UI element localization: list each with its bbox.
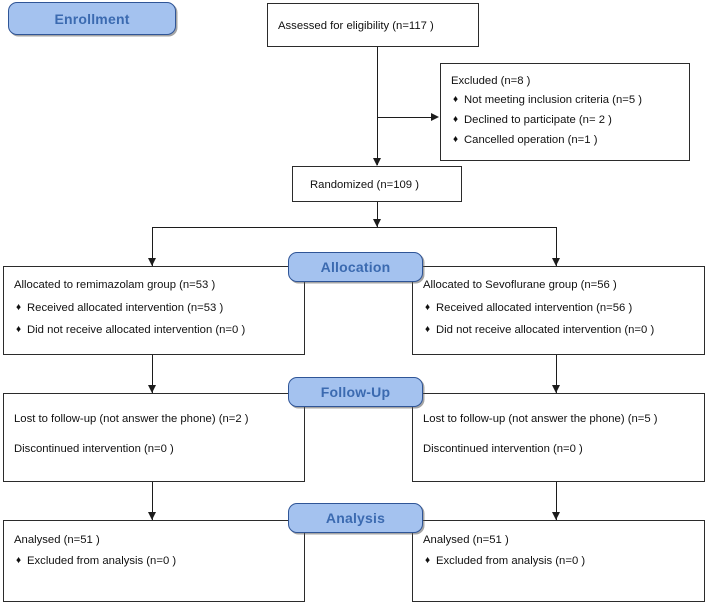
bullet-icon: ♦ — [16, 302, 22, 313]
box-analysis-sevoflurane: Analysed (n=51 ) ♦ Excluded from analysis… — [412, 520, 705, 602]
bullet-icon: ♦ — [16, 324, 22, 335]
excluded-item-1-text: Not meeting inclusion criteria (n=5 ) — [464, 94, 643, 106]
arrow-down-icon-analysis-right — [552, 512, 560, 520]
connector-follow-right-to-analysis-right — [556, 482, 558, 520]
alloc-left-item-2-text: Did not receive allocated intervention (… — [27, 324, 246, 336]
analysis-right-item-1: ♦ Excluded from analysis (n=0 ) — [425, 554, 585, 568]
stage-label-analysis: Analysis — [325, 510, 386, 526]
follow-left-line-1: Lost to follow-up (not answer the phone)… — [14, 413, 249, 425]
bullet-icon: ♦ — [425, 324, 431, 335]
stage-badge-enrollment: Enrollment — [8, 2, 176, 35]
arrow-down-icon-follow-right — [552, 385, 560, 393]
box-assessed-for-eligibility: Assessed for eligibility (n=117 ) — [267, 3, 479, 47]
analysis-left-item-1: ♦ Excluded from analysis (n=0 ) — [16, 554, 176, 568]
excluded-item-2-text: Declined to participate (n= 2 ) — [464, 114, 612, 126]
box-analysis-remimazolam: Analysed (n=51 ) ♦ Excluded from analysis… — [3, 520, 305, 602]
alloc-right-item-1: ♦ Received allocated intervention (n=56 ) — [425, 301, 632, 315]
excluded-item-1: ♦ Not meeting inclusion criteria (n=5 ) — [453, 93, 642, 107]
connector-split-left-down — [152, 227, 154, 266]
analysis-left-heading: Analysed (n=51 ) — [14, 534, 100, 546]
bullet-icon: ♦ — [425, 555, 431, 566]
box-allocation-remimazolam: Allocated to remimazolam group (n=53 ) ♦… — [3, 266, 305, 355]
bullet-icon: ♦ — [453, 134, 459, 145]
box-followup-sevoflurane: Lost to follow-up (not answer the phone)… — [412, 393, 705, 482]
box-excluded: Excluded (n=8 ) ♦ Not meeting inclusion c… — [440, 63, 690, 161]
randomized-line-1: Randomized (n=109 ) — [310, 179, 419, 191]
bullet-icon: ♦ — [16, 555, 22, 566]
arrow-down-icon-randomized — [373, 158, 381, 166]
alloc-left-heading: Allocated to remimazolam group (n=53 ) — [14, 279, 216, 291]
box-followup-remimazolam: Lost to follow-up (not answer the phone)… — [3, 393, 305, 482]
analysis-left-item-1-text: Excluded from analysis (n=0 ) — [27, 555, 177, 567]
follow-left-line-2: Discontinued intervention (n=0 ) — [14, 443, 174, 455]
analysis-right-item-1-text: Excluded from analysis (n=0 ) — [436, 555, 586, 567]
alloc-left-item-2: ♦ Did not receive allocated intervention … — [16, 323, 245, 337]
connector-alloc-left-to-follow-left — [152, 355, 154, 393]
connector-randomized-down — [377, 201, 379, 227]
alloc-right-item-1-text: Received allocated intervention (n=56 ) — [436, 302, 633, 314]
bullet-icon: ♦ — [425, 302, 431, 313]
stage-badge-allocation: Allocation — [288, 252, 423, 282]
excluded-heading: Excluded (n=8 ) — [451, 75, 531, 87]
excluded-item-2: ♦ Declined to participate (n= 2 ) — [453, 113, 612, 127]
excluded-item-3-text: Cancelled operation (n=1 ) — [464, 134, 598, 146]
follow-right-line-1: Lost to follow-up (not answer the phone)… — [423, 413, 658, 425]
connector-alloc-right-to-follow-right — [556, 355, 558, 393]
connector-split-right-down — [556, 227, 558, 266]
arrow-down-icon-split — [373, 219, 381, 227]
connector-assessed-to-excluded — [377, 117, 433, 119]
alloc-left-item-1-text: Received allocated intervention (n=53 ) — [27, 302, 224, 314]
excluded-item-3: ♦ Cancelled operation (n=1 ) — [453, 133, 597, 147]
stage-badge-analysis: Analysis — [288, 503, 423, 533]
arrow-down-icon-alloc-left — [148, 258, 156, 266]
box-allocation-sevoflurane: Allocated to Sevoflurane group (n=56 ) ♦… — [412, 266, 705, 355]
stage-label-followup: Follow-Up — [320, 384, 391, 400]
alloc-left-item-1: ♦ Received allocated intervention (n=53 ) — [16, 301, 223, 315]
bullet-icon: ♦ — [453, 114, 459, 125]
connector-follow-left-to-analysis-left — [152, 482, 154, 520]
box-randomized: Randomized (n=109 ) — [292, 166, 462, 202]
alloc-right-item-2-text: Did not receive allocated intervention (… — [436, 324, 655, 336]
analysis-right-heading: Analysed (n=51 ) — [423, 534, 509, 546]
follow-right-line-2: Discontinued intervention (n=0 ) — [423, 443, 583, 455]
assessed-line-1: Assessed for eligibility (n=117 ) — [278, 20, 434, 32]
stage-badge-followup: Follow-Up — [288, 377, 423, 407]
arrow-down-icon-alloc-right — [552, 258, 560, 266]
arrow-right-icon-excluded — [431, 113, 439, 121]
connector-assessed-to-randomized — [377, 47, 379, 165]
stage-label-allocation: Allocation — [320, 259, 391, 275]
connector-split-horizontal — [152, 227, 557, 229]
stage-label-enrollment: Enrollment — [54, 10, 130, 27]
bullet-icon: ♦ — [453, 94, 459, 105]
alloc-right-item-2: ♦ Did not receive allocated intervention … — [425, 323, 654, 337]
arrow-down-icon-follow-left — [148, 385, 156, 393]
arrow-down-icon-analysis-left — [148, 512, 156, 520]
alloc-right-heading: Allocated to Sevoflurane group (n=56 ) — [423, 279, 617, 291]
